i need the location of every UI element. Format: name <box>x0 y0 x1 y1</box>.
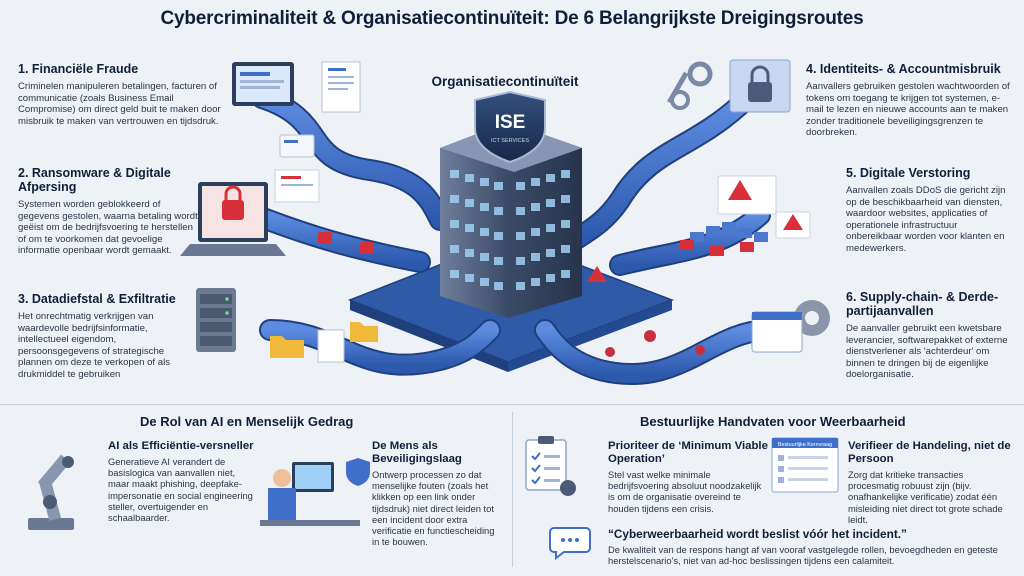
checklist-icon <box>525 436 576 496</box>
threat-6-heading: 6. Supply-chain- & Derde-partijaanvallen <box>846 290 999 318</box>
threat-5: 5. Digitale Verstoring Aanvallen zoals D… <box>846 166 1016 255</box>
threat-6: 6. Supply-chain- & Derde-partijaanvallen… <box>846 290 1018 381</box>
threat-1-text: Criminelen manipuleren betalingen, factu… <box>18 81 221 127</box>
mvo-text: Stel vast welke minimale bedrijfsvoering… <box>608 469 762 514</box>
quote-block: “Cyberweerbaarheid wordt beslist vóór he… <box>608 527 1012 567</box>
ai-text: Generatieve AI verandert de basislogica … <box>108 456 253 524</box>
shield-text: ISE <box>495 112 526 133</box>
threat-4: 4. Identiteits- & Accountmisbruik Aanval… <box>806 62 1011 139</box>
server-folders-icon <box>196 288 378 363</box>
threat-5-heading: 5. Digitale Verstoring <box>846 166 971 180</box>
page-title: Cybercriminaliteit & Organisatiecontinuï… <box>160 8 864 29</box>
building-illustration <box>440 122 582 318</box>
verify-block: Verifieer de Handeling, niet de Persoon … <box>848 440 1016 525</box>
threat-1: 1. Financiële Fraude Criminelen manipule… <box>18 62 228 127</box>
quote-heading: “Cyberweerbaarheid wordt beslist vóór he… <box>608 527 907 541</box>
quote-text: De kwaliteit van de respons hangt af van… <box>608 544 998 567</box>
shield-subtext: ICT SERVICES <box>491 138 529 144</box>
threat-2: 2. Ransomware & Digitale Afpersing Syste… <box>18 166 200 257</box>
shield-icon <box>474 90 546 164</box>
mvo-heading: Prioriteer de ‘Minimum Viable Operation’ <box>608 440 768 465</box>
threat-4-text: Aanvallers gebruiken gestolen wachtwoord… <box>806 81 1010 139</box>
threat-3-text: Het onrechtmatig verkrijgen van waardevo… <box>18 311 171 380</box>
gov-section-title: Bestuurlijke Handvaten voor Weerbaarheid <box>640 414 906 429</box>
ai-section-title: De Rol van AI en Menselijk Gedrag <box>140 414 354 429</box>
threat-3: 3. Datadiefstal & Exfiltratie Het onrech… <box>18 292 198 381</box>
ddos-blocks-icon <box>587 175 811 282</box>
kernvraag-card-label: Bestuurlijke Kernvraag <box>778 442 832 448</box>
laptop-invoice-icon <box>232 61 361 158</box>
keys-lock-icon <box>667 59 791 113</box>
human-text: Ontwerp processen zo dat menselijke fout… <box>372 469 495 548</box>
verify-heading: Verifieer de Handeling, niet de Persoon <box>848 440 1011 465</box>
threat-3-heading: 3. Datadiefstal & Exfiltratie <box>18 292 176 306</box>
robot-arm-icon <box>28 454 74 530</box>
threat-2-heading: 2. Ransomware & Digitale Afpersing <box>18 166 171 194</box>
ai-block: AI als Efficiëntie-versneller Generatiev… <box>108 440 258 523</box>
section-divider <box>0 404 1024 405</box>
person-desk-icon <box>260 458 370 526</box>
threat-4-heading: 4. Identiteits- & Accountmisbruik <box>806 62 1001 76</box>
supply-chain-gear-icon <box>605 300 830 357</box>
threat-2-text: Systemen worden geblokkeerd of gegevens … <box>18 199 198 257</box>
verify-text: Zorg dat kritieke transacties procesmati… <box>848 469 1003 525</box>
section-vertical-divider <box>512 412 513 567</box>
threat-1-heading: 1. Financiële Fraude <box>18 62 139 76</box>
threat-6-text: De aanvaller gebruikt een kwetsbare leve… <box>846 323 1008 381</box>
chat-bubble-icon <box>549 527 591 560</box>
center-label: Organisatiecontinuïteit <box>431 74 579 89</box>
human-block: De Mens als Beveiligingslaag Ontwerp pro… <box>372 440 504 547</box>
human-heading: De Mens als Beveiligingslaag <box>372 440 462 465</box>
threat-5-text: Aanvallen zoals DDoS die gericht zijn op… <box>846 185 1006 254</box>
ai-heading: AI als Efficiëntie-versneller <box>108 440 254 452</box>
ransomware-laptop-icon <box>180 169 374 256</box>
mvo-block: Prioriteer de ‘Minimum Viable Operation’… <box>608 440 768 514</box>
kernvraag-card-icon <box>771 437 839 493</box>
threat-routes <box>244 87 781 386</box>
